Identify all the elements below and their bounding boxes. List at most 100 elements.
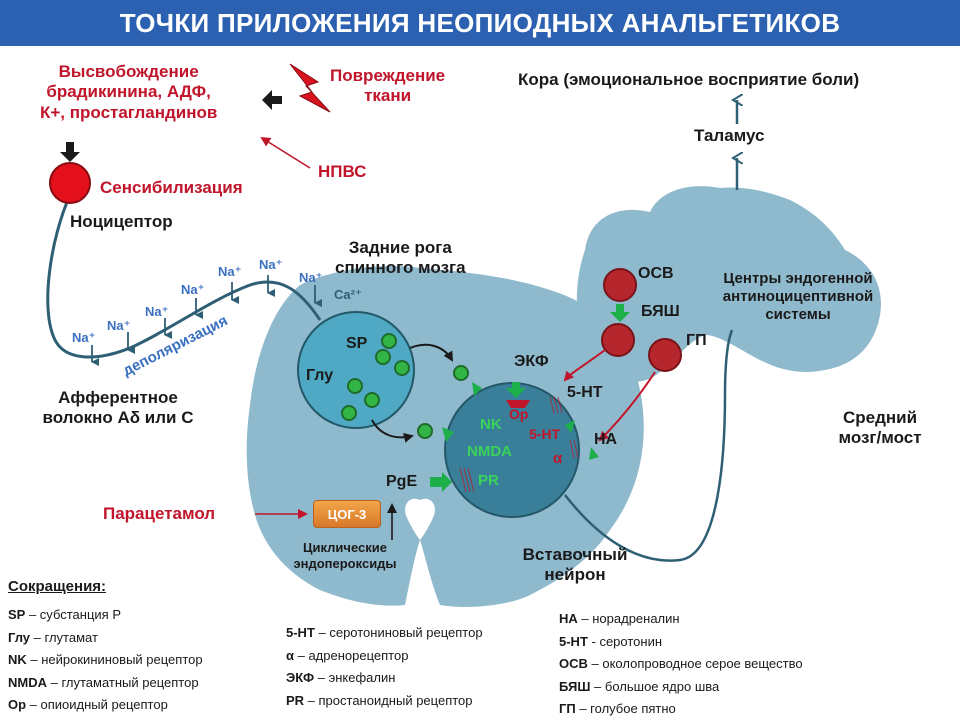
legend-abbr: Ор bbox=[8, 697, 27, 712]
legend-text: – адренорецептор bbox=[294, 647, 409, 663]
glu-label: Глу bbox=[306, 367, 334, 384]
na-ion-label-6: Na⁺ bbox=[259, 257, 283, 272]
nociceptor-circle bbox=[49, 162, 91, 204]
legend-text: – околопроводное серое вещество bbox=[587, 656, 803, 671]
serotonin-arrow bbox=[563, 349, 606, 382]
na-ion-label-5: Na⁺ bbox=[218, 264, 242, 279]
legend-item: α – адренорецептор bbox=[286, 645, 483, 668]
green-receptor-arrows bbox=[430, 382, 599, 492]
centers-line-3: системы bbox=[765, 306, 831, 323]
legend-abbr: ГП bbox=[559, 701, 576, 716]
damage-line-1: Повреждение bbox=[330, 66, 446, 85]
title-bar: ТОЧКИ ПРИЛОЖЕНИЯ НЕОПИОДНЫХ АНАЛЬГЕТИКОВ bbox=[0, 0, 960, 46]
legend-abbr: НА bbox=[559, 611, 578, 626]
legend-abbr: NMDA bbox=[8, 674, 47, 690]
midbrain-shape bbox=[576, 186, 881, 382]
lightning-icon bbox=[289, 63, 331, 113]
legend-item: SP – субстанция Р bbox=[8, 604, 203, 627]
centers-line-2: антиноцицептивной bbox=[722, 288, 874, 305]
pr-label: PR bbox=[478, 472, 499, 489]
afferent-line-1: Афферентное bbox=[58, 388, 178, 407]
midbrain-label: Средний мозг/мост bbox=[820, 408, 940, 449]
calcium-label: Ca²⁺ bbox=[334, 287, 362, 302]
nsaid-label: НПВС bbox=[318, 162, 367, 181]
ekf-label: ЭКФ bbox=[514, 353, 549, 370]
nmda-label: NMDA bbox=[467, 443, 512, 460]
cortex-label: Кора (эмоциональное восприятие боли) bbox=[518, 70, 860, 89]
thalamus-label: Таламус bbox=[694, 126, 765, 145]
byash-label: БЯШ bbox=[641, 303, 680, 320]
receptor-hatching bbox=[459, 396, 579, 493]
legend-item: БЯШ – большое ядро шва bbox=[559, 676, 803, 699]
release-line-3: К+, простагландинов bbox=[40, 102, 218, 122]
na-ion-label-1: Na⁺ bbox=[72, 330, 96, 345]
legend-abbr: ОСВ bbox=[559, 656, 588, 671]
na-ion-label-2: Na⁺ bbox=[107, 318, 131, 333]
interneuron-line-2: нейрон bbox=[544, 565, 606, 585]
endoperoxides-line-2: эндопероксиды bbox=[293, 555, 397, 571]
nucleus-byash bbox=[601, 323, 635, 357]
legend-title: Сокращения: bbox=[8, 578, 107, 595]
release-line-2: брадикинина, АДФ, bbox=[46, 82, 211, 102]
nucleus-osv bbox=[603, 268, 637, 302]
sp-label: SP bbox=[346, 335, 368, 352]
legend-abbr: SP bbox=[8, 607, 26, 622]
nociceptor-label: Ноцицептор bbox=[70, 212, 173, 231]
sensitization-label: Сенсибилизация bbox=[100, 178, 243, 197]
nucleus-gp bbox=[648, 338, 682, 372]
damage-line-2: ткани bbox=[364, 86, 412, 106]
opioid-receptor bbox=[506, 400, 530, 408]
legend-item: NK – нейрокининовый рецептор bbox=[8, 649, 203, 672]
legend-item: ГП – голубое пятно bbox=[559, 698, 803, 721]
na-ion-label-4: Na⁺ bbox=[181, 282, 205, 297]
endoperoxides-line-1: Циклические bbox=[303, 540, 387, 555]
legend-text: – глутаматный рецептор bbox=[47, 674, 199, 690]
opioid-receptor-label: Ор bbox=[509, 406, 529, 422]
release-line-1: Высвобождение bbox=[58, 62, 199, 81]
cox3-badge: ЦОГ-3 bbox=[313, 500, 381, 528]
antinociceptive-centers-label: Центры эндогенной антиноцицептивной сист… bbox=[700, 270, 896, 324]
dorsal-horn-line-1: Задние рога bbox=[348, 238, 452, 257]
sodium-influx-arrows bbox=[91, 275, 322, 366]
legend-text: – голубое пятно bbox=[575, 701, 676, 716]
legend-item: 5-HT – серотониновый рецептор bbox=[286, 622, 483, 645]
midbrain-line-2: мозг/мост bbox=[838, 428, 922, 448]
legend-text: – норадреналин bbox=[577, 611, 680, 626]
legend-item: NMDA – глутаматный рецептор bbox=[8, 672, 203, 695]
legend-text: – глутамат bbox=[30, 629, 98, 645]
interneuron-line-1: Вставочный bbox=[522, 545, 628, 564]
alpha-receptor-label: α bbox=[553, 450, 563, 467]
legend-abbr: Глу bbox=[8, 629, 31, 645]
tissue-damage-label: Повреждение ткани bbox=[330, 66, 445, 107]
afferent-fiber-label: Афферентное волокно Аδ или С bbox=[28, 388, 208, 429]
legend-item: Глу – глутамат bbox=[8, 627, 203, 650]
legend-text: – опиоидный рецептор bbox=[26, 697, 168, 712]
legend-text: – нейрокининовый рецептор bbox=[26, 652, 203, 667]
legend-text: – простаноидный рецептор bbox=[304, 692, 473, 708]
legend-item: 5-НТ - серотонин bbox=[559, 631, 803, 654]
release-arrow-glu bbox=[371, 419, 414, 443]
serotonin-receptor-label: 5-HT bbox=[529, 426, 561, 442]
legend-abbr: NK bbox=[8, 652, 27, 667]
legend-text: – субстанция Р bbox=[25, 607, 121, 622]
dorsal-horn-line-2: спинного мозга bbox=[335, 258, 466, 278]
legend-text: – большое ядро шва bbox=[590, 678, 720, 694]
afferent-line-2: волокно Аδ или С bbox=[42, 408, 194, 428]
legend-text: - серотонин bbox=[587, 633, 663, 649]
legend-text: – энкефалин bbox=[314, 670, 396, 685]
midbrain-line-1: Средний bbox=[842, 408, 918, 427]
release-label: Высвобождение брадикинина, АДФ, К+, прос… bbox=[40, 62, 217, 123]
interneuron-label: Вставочный нейрон bbox=[510, 545, 640, 586]
legend-item: ЭКФ – энкефалин bbox=[286, 667, 483, 690]
legend-item: НА – норадреналин bbox=[559, 608, 803, 631]
paracetamol-label: Парацетамол bbox=[103, 504, 216, 523]
endoperoxides-label: Циклические эндопероксиды bbox=[280, 540, 410, 571]
noradrenaline-arrow bbox=[598, 371, 656, 442]
damage-left-arrow bbox=[262, 90, 282, 110]
legend-abbr: ЭКФ bbox=[286, 670, 315, 685]
dorsal-horn-label: Задние рога спинного мозга bbox=[335, 238, 466, 279]
serotonin-label: 5-НТ bbox=[567, 384, 603, 401]
